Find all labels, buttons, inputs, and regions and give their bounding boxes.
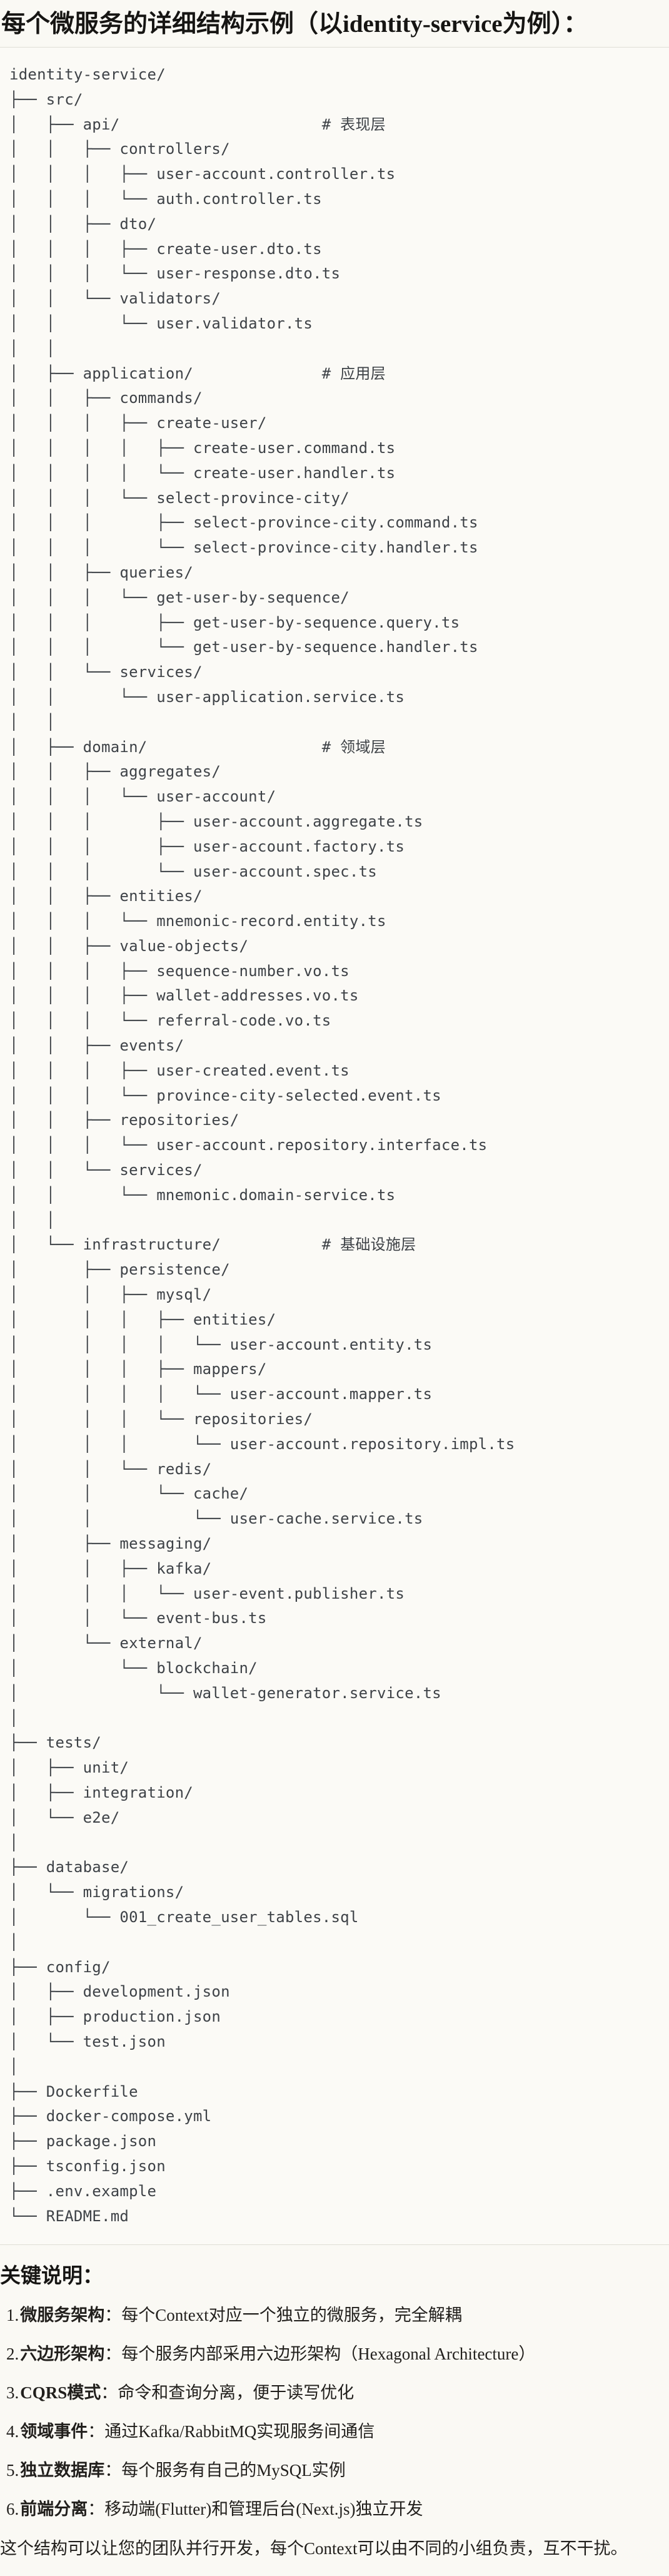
list-item-number: 2.	[6, 2344, 19, 2364]
list-item-label: 微服务架构	[20, 2306, 105, 2325]
list-item-number: 1.	[6, 2306, 19, 2325]
list-item-label: CQRS模式	[20, 2383, 101, 2403]
list-item-text: ：移动端(Flutter)和管理后台(Next.js)独立开发	[88, 2500, 423, 2519]
notes-list: 1.微服务架构：每个Context对应一个独立的微服务，完全解耦 2.六边形架构…	[0, 2304, 656, 2520]
list-item-text: ：每个服务有自己的MySQL实例	[104, 2461, 346, 2480]
list-item-number: 6.	[6, 2500, 19, 2519]
list-item-number: 4.	[6, 2422, 19, 2441]
list-item-label: 六边形架构	[20, 2344, 105, 2364]
list-item-label: 前端分离	[20, 2500, 88, 2519]
list-item-text: ：通过Kafka/RabbitMQ实现服务间通信	[88, 2422, 375, 2441]
notes-heading: 关键说明：	[0, 2265, 103, 2288]
list-item: 1.微服务架构：每个Context对应一个独立的微服务，完全解耦	[6, 2304, 656, 2326]
code-block: identity-service/ ├── src/ │ ├── api/ # …	[0, 47, 669, 2246]
page-title: 每个微服务的详细结构示例（以identity-service为例）：	[1, 11, 588, 38]
list-item: 5.独立数据库：每个服务有自己的MySQL实例	[6, 2460, 656, 2482]
list-item-label: 领域事件	[20, 2422, 88, 2441]
closing-paragraph: 这个结构可以让您的团队并行开发，每个Context可以由不同的小组负责，互不干扰…	[0, 2539, 628, 2558]
list-item-text: ：每个Context对应一个独立的微服务，完全解耦	[104, 2306, 462, 2325]
list-item: 3.CQRS模式：命令和查询分离，便于读写优化	[6, 2382, 656, 2404]
list-item-number: 3.	[6, 2383, 19, 2403]
notes-section: 关键说明： 1.微服务架构：每个Context对应一个独立的微服务，完全解耦 2…	[0, 2264, 669, 2575]
directory-tree: identity-service/ ├── src/ │ ├── api/ # …	[9, 66, 515, 2225]
list-item: 6.前端分离：移动端(Flutter)和管理后台(Next.js)独立开发	[6, 2498, 656, 2520]
list-item-text: ：命令和查询分离，便于读写优化	[101, 2383, 355, 2403]
list-item-text: ：每个服务内部采用六边形架构（Hexagonal Architecture）	[104, 2344, 536, 2364]
list-item-label: 独立数据库	[20, 2461, 105, 2480]
list-item: 4.领域事件：通过Kafka/RabbitMQ实现服务间通信	[6, 2421, 656, 2443]
list-item: 2.六边形架构：每个服务内部采用六边形架构（Hexagonal Architec…	[6, 2343, 656, 2365]
list-item-number: 5.	[6, 2461, 19, 2480]
